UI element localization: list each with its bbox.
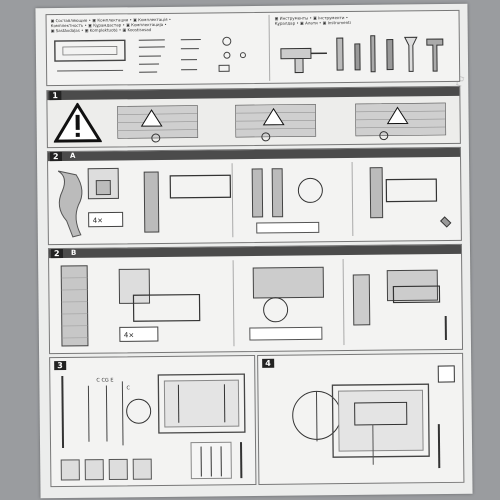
tools-illustration [280, 35, 444, 74]
svg-text:C CG E: C CG E [96, 377, 113, 383]
parts-label: ▣ Составляющие • ▣ Комплектация • ▣ Комп… [50, 16, 172, 34]
warning-scenes [117, 102, 447, 143]
step-3-number: 3 [54, 360, 66, 371]
step-2a-panel: 2 A 4× [46, 146, 462, 246]
svg-text:4×: 4× [93, 217, 103, 225]
header-divider [268, 14, 271, 81]
step-2a-illustration: 4× [57, 161, 452, 238]
parts-illustration [54, 36, 246, 73]
step-1-number: 1 [49, 91, 61, 101]
svg-text:4×: 4× [124, 331, 134, 339]
parts-tools-panel: ▣ Составляющие • ▣ Комплектация • ▣ Комп… [45, 9, 461, 87]
warning-triangle-icon [53, 102, 102, 143]
step-1-header: 1 [47, 86, 460, 101]
step-2b-illustration: 4× [60, 259, 447, 347]
step-2b-panel: 2 B 4× [47, 243, 464, 355]
step-4-illustration [292, 365, 455, 469]
step-2b-number: 2 [50, 249, 63, 259]
step-4-panel: 4 [257, 352, 465, 485]
step-2a-number: 2 [49, 152, 62, 162]
step-1-panel: 1 [46, 85, 461, 149]
step-3-illustration: C CG E C [60, 373, 246, 481]
tools-label: ▣ Инструменты • ▣ Інструменти • Құралдар… [274, 15, 351, 26]
step-2a-sub: A [69, 151, 76, 160]
step-2b-sub: B [70, 248, 77, 257]
svg-text:C: C [126, 385, 130, 391]
step-3-panel: 3 C CG E C [49, 354, 257, 488]
instruction-sheet: nix.ru ▣ Составляющие • ▣ Комплектация •… [35, 3, 473, 499]
